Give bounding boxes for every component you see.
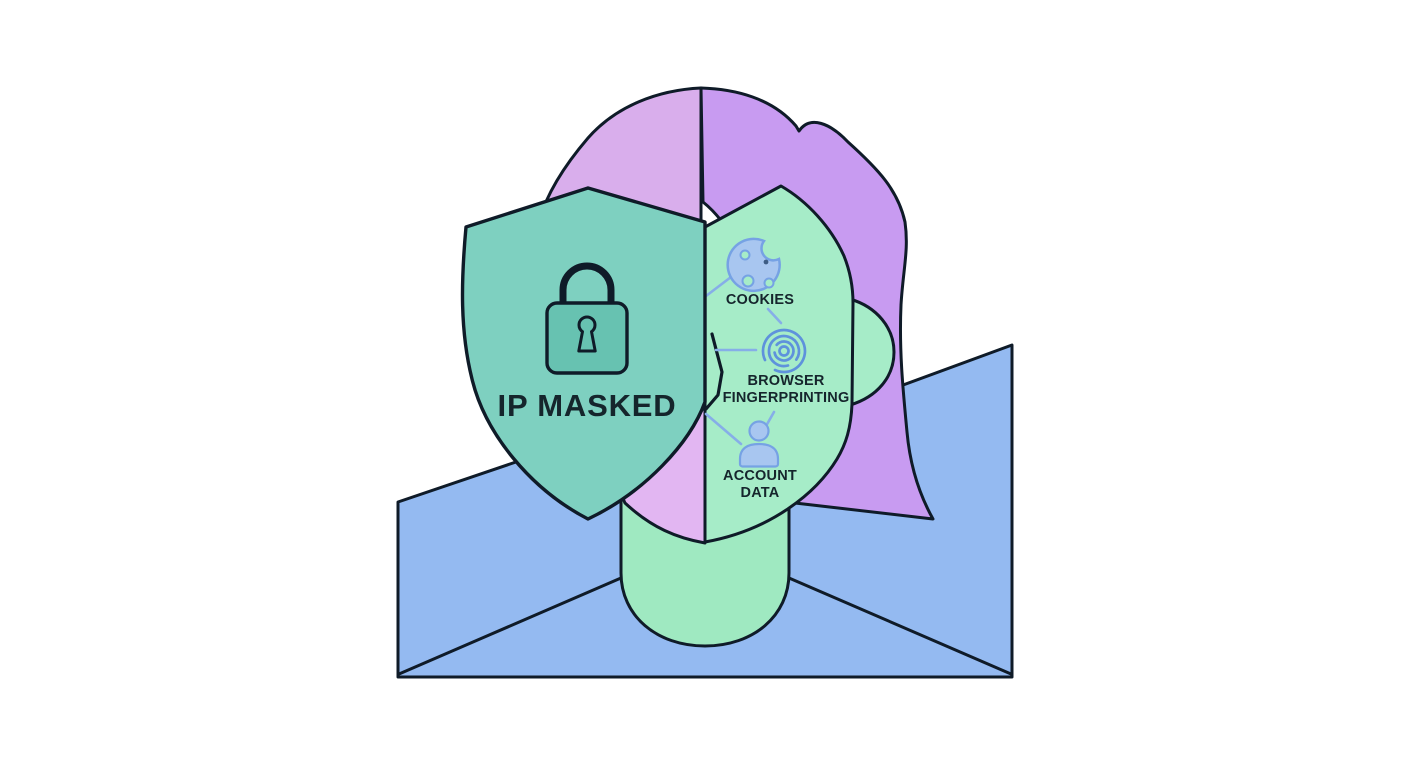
shield: IP MASKED [460, 186, 707, 521]
browser-fingerprinting-label-line2: FINGERPRINTING [723, 390, 850, 406]
cookies-label: COOKIES [726, 292, 794, 308]
cookie-chip [739, 249, 751, 261]
account-data-label-line2: DATA [741, 485, 780, 501]
user-head [748, 420, 770, 442]
fingerprint-ridge [767, 334, 801, 368]
fingerprint-icon [761, 328, 807, 374]
connector-lines [704, 275, 783, 446]
user-icon [738, 420, 780, 468]
right-arm-line [787, 576, 1013, 676]
connector-cookie [704, 275, 733, 298]
account-data-label-line1: ACCOUNT [723, 468, 797, 484]
cookie-icon [726, 237, 781, 293]
fingerprint-ridge [761, 328, 807, 374]
nose-line [704, 332, 724, 411]
left-arm-line [397, 576, 623, 676]
cookie-crumb [763, 259, 769, 265]
lock-keyhole [577, 315, 597, 353]
connector-account [704, 412, 743, 446]
fingerprint-ridge [773, 340, 795, 362]
fingerprint-core [778, 345, 790, 357]
user-body [738, 442, 780, 468]
lock-shackle [559, 262, 615, 310]
connector-cookie-fingerprint [766, 307, 783, 325]
browser-fingerprinting-label-line1: BROWSER [747, 373, 824, 389]
cookie-chip [763, 277, 775, 289]
neck-shape [619, 492, 791, 648]
ip-masked-label: IP MASKED [498, 388, 677, 423]
lock-icon [545, 262, 629, 375]
cookie-chip [741, 274, 755, 288]
connector-fingerprint-account [764, 410, 776, 428]
